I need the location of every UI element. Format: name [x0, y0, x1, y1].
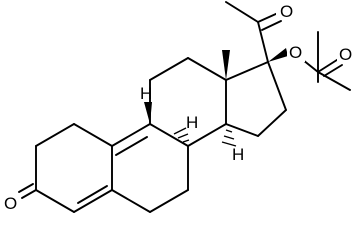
- hash-c14-h: [221, 129, 237, 147]
- bond-c1-c10: [73, 123, 113, 147]
- bond-c10-c9: [111, 123, 151, 147]
- wedge-c8-h: [144, 102, 152, 124]
- bond-c17-c20: [257, 21, 269, 63]
- structural-formula: O O O O H H H: [2, 0, 355, 213]
- hash-c9-h: [173, 127, 190, 143]
- bond-c11-c12: [149, 57, 189, 81]
- bond-c6-c5: [111, 189, 151, 213]
- bond-c14-c8: [187, 123, 227, 147]
- bond-c4-c3: [35, 189, 75, 213]
- atom-label-acetyl-o: O: [280, 2, 293, 21]
- stereo-bonds: [144, 48, 288, 147]
- atom-label-h9: H: [186, 113, 198, 132]
- skeleton-bonds: [18, 1, 351, 213]
- atom-label-h8: H: [140, 84, 152, 103]
- bond-c12-c13: [187, 57, 227, 81]
- bond-c9-c8: [149, 123, 189, 147]
- bond-c3-o: [21, 189, 37, 199]
- bond-c5-c4: [73, 189, 113, 213]
- atom-label-ketone-o: O: [4, 194, 17, 213]
- bond-c17-c16: [267, 61, 287, 111]
- bond-c3-o-double: [18, 183, 34, 193]
- bond-ester-c-o: [317, 57, 341, 73]
- bond-c4-c5-double: [77, 185, 108, 204]
- bond-c15-c14: [225, 123, 259, 137]
- atom-label-ester-carbonyl-o: O: [339, 45, 352, 64]
- atom-label-h14: H: [232, 145, 244, 164]
- bond-c13-c17: [225, 61, 269, 81]
- bond-c20-o: [257, 12, 279, 23]
- bond-c20-c21: [225, 1, 259, 23]
- structure-canvas: O O O O H H H: [2, 0, 355, 213]
- bond-c2-c1: [35, 123, 75, 147]
- bond-c10-c9-double: [115, 136, 148, 156]
- atom-labels: O O O O H H H: [2, 0, 355, 213]
- wedge-c13-methyl: [222, 50, 230, 80]
- bond-c7-c6: [149, 189, 189, 213]
- bond-ester-c-methyl-2: [317, 71, 351, 91]
- wedge-c17-oacetyl: [268, 48, 288, 62]
- bond-ester-c-o-double: [323, 64, 343, 77]
- bond-c16-c15: [257, 109, 287, 137]
- bond-c20-o-double: [261, 20, 282, 31]
- atom-label-ester-o: O: [289, 43, 302, 62]
